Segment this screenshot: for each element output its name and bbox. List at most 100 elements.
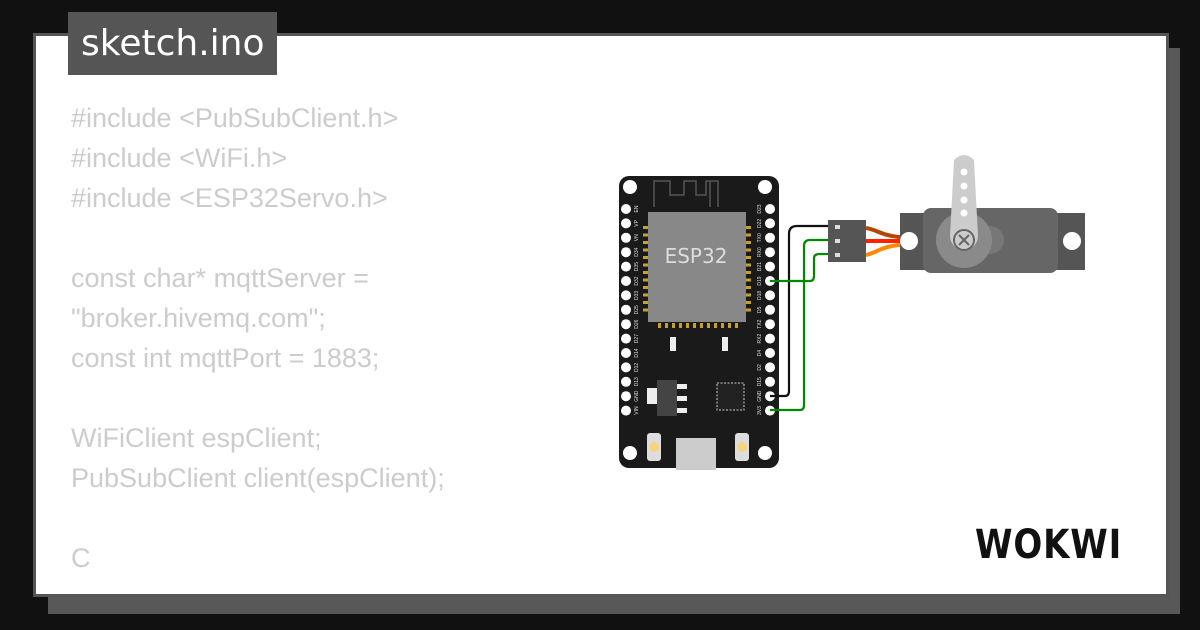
pin-label: D13 [634,377,640,386]
chip-pad [746,301,751,304]
pin-d26[interactable] [621,319,631,330]
pin-tx2[interactable] [765,319,775,330]
pin-d13[interactable] [621,376,631,387]
pin-label: D27 [634,334,640,343]
esp32-chip [648,212,746,322]
pin-label: D23 [757,204,763,213]
chip-pad [665,323,668,328]
pin-label: D5 [757,306,763,313]
chip-pad [643,241,648,244]
pin-label: D26 [634,319,640,328]
chip-pad [746,271,751,274]
pin-label: VIN [634,406,640,415]
pin-rx0[interactable] [765,247,775,258]
pin-label: D19 [757,276,763,285]
pin-label: D4 [757,350,763,357]
chip-pad [746,286,751,289]
chip-pad [746,278,751,282]
chip-pad [643,263,648,267]
chip-pad [707,323,710,328]
pin-tx0[interactable] [765,232,775,243]
chip-pad [746,256,751,259]
chip-pad [658,323,661,328]
pin-vn[interactable] [621,232,631,243]
pin-label: VN [634,234,640,241]
pin-label: D12 [634,363,640,372]
wokwi-logo: WOKWI [975,522,1123,568]
pin-d27[interactable] [621,333,631,344]
chip-pad [643,226,648,229]
chip-pad [746,293,751,297]
chip-pad [746,241,751,244]
pin-label: D25 [634,305,640,314]
chip-pad [643,271,648,274]
pin-label: D22 [757,219,763,228]
pin-label: TX2 [757,319,763,328]
pin-d18[interactable] [765,290,775,301]
pin-label: RX2 [757,334,763,344]
pin-d35[interactable] [621,261,631,272]
code-line: PubSubClient client(espClient); [71,463,445,493]
pin-vp[interactable] [621,218,631,229]
pin-d23[interactable] [765,204,775,214]
chip-pad [643,256,648,259]
wires [770,224,834,412]
file-title-badge: sketch.ino [68,12,278,75]
pin-label: RX0 [757,247,763,257]
esp32-board[interactable]: ESP32 ENVPVND34D35D32D33D25D26D27D14D12D… [619,176,779,470]
regulator [657,380,677,416]
pin-label: EN [634,205,640,212]
chip-pad [714,323,717,328]
pin-label: D33 [634,291,640,300]
pin-gnd[interactable] [621,391,631,402]
pin-label: D18 [757,291,763,300]
code-line: const char* mqttServer = "broker.hivemq.… [71,263,377,333]
pin-d12[interactable] [621,362,631,373]
usb-chip [716,382,745,411]
pin-d25[interactable] [621,304,631,315]
pin-d5[interactable] [765,304,775,315]
chip-pad [746,248,751,252]
code-line: #include <WiFi.h> [71,143,288,173]
pin-label: D15 [757,377,763,386]
code-background: #include <PubSubClient.h> #include <WiFi… [71,98,591,578]
code-line: C [71,543,91,573]
pin-d32[interactable] [621,276,631,286]
chip-pad [643,233,648,237]
preview-card: #include <PubSubClient.h> #include <WiFi… [33,33,1169,597]
pin-d15[interactable] [765,376,775,387]
chip-label: ESP32 [665,244,728,268]
pin-d14[interactable] [621,348,631,358]
chip-pad [735,323,738,328]
chip-pad [746,263,751,267]
wire-d19 [770,252,834,283]
pin-en[interactable] [621,204,631,214]
chip-pad [700,323,703,328]
wire-3v3 [770,238,834,412]
pin-d33[interactable] [621,290,631,301]
usb-port [676,438,716,470]
chip-pad [728,323,731,328]
chip-pad [643,308,648,312]
pin-vin[interactable] [621,405,631,416]
chip-pad [746,233,751,237]
chip-pad [679,323,682,328]
pin-rx2[interactable] [765,333,775,344]
pin-d34[interactable] [621,247,631,258]
wire-gnd [770,224,834,398]
chip-pad [643,301,648,304]
chip-pad [672,323,675,328]
pin-d2[interactable] [765,362,775,373]
pin-label: TX0 [757,233,763,242]
chip-pad [643,286,648,289]
chip-pad [643,248,648,252]
servo-motor[interactable] [900,155,1085,273]
pin-d4[interactable] [765,348,775,358]
pin-label: D35 [634,262,640,271]
pin-d21[interactable] [765,261,775,272]
pin-label: D14 [634,348,640,357]
chip-pad [643,293,648,297]
chip-pad [643,278,648,282]
pin-d22[interactable] [765,218,775,229]
